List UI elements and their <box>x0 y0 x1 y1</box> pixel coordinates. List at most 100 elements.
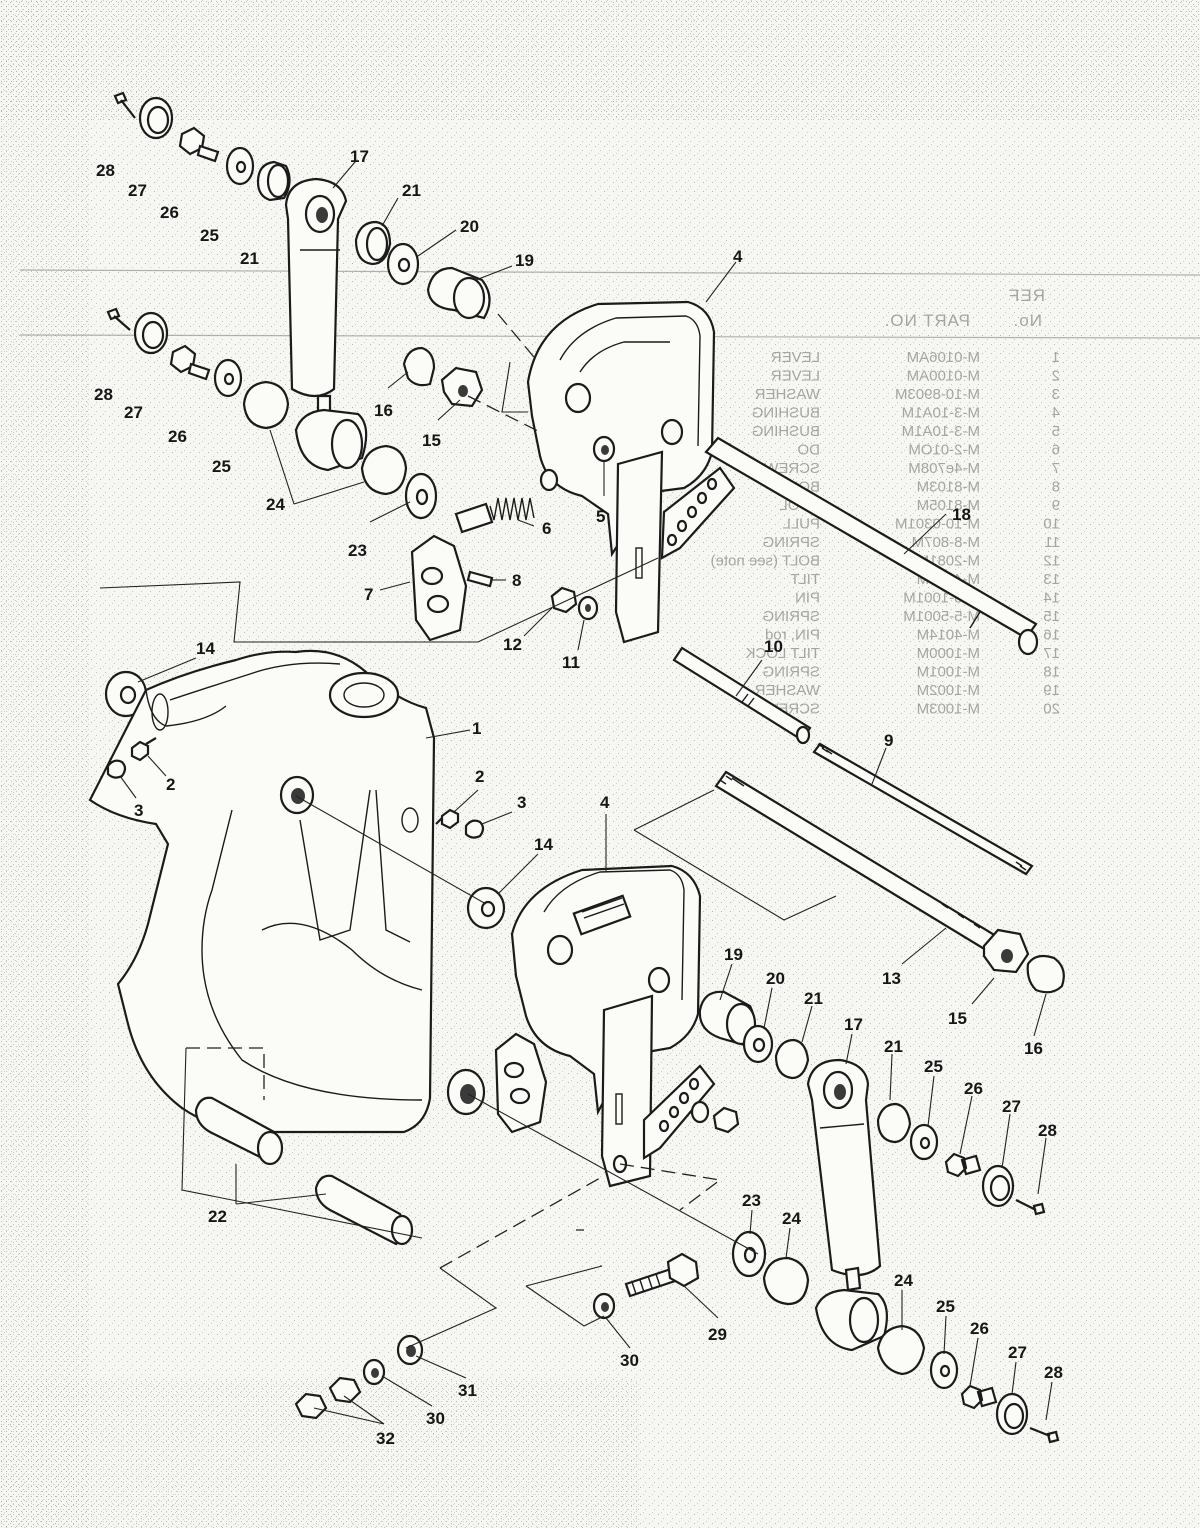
scan-texture-top <box>0 0 1200 120</box>
leader-25-d <box>943 1315 947 1355</box>
lock-plate-7-top <box>410 534 468 642</box>
grease-fitting-2-left <box>130 737 157 762</box>
assembly-frame-bottom <box>405 1267 498 1349</box>
bolt-29-thread <box>631 1273 661 1295</box>
bleed-row-ref: 2 <box>1052 368 1060 385</box>
stern-bracket-4-rib <box>559 315 701 447</box>
callout-26: 26 <box>964 1079 983 1098</box>
adjuster-hole-5 <box>666 533 678 547</box>
clamp-bracket-1-arch <box>261 922 423 991</box>
leader-16-top <box>387 371 409 389</box>
leader-19-lower <box>719 963 733 1001</box>
leader-20-lower <box>763 987 773 1029</box>
bleed-row-ref: 18 <box>1043 664 1060 681</box>
bleed-row-desc: PULL <box>782 516 820 533</box>
leader-30-b <box>381 1375 433 1407</box>
callout-25: 25 <box>936 1297 955 1316</box>
bleed-row-desc: WASHER <box>755 682 820 699</box>
callout-27: 27 <box>128 181 147 200</box>
assembly-frame-upper <box>99 557 659 643</box>
callout-15: 15 <box>948 1009 967 1028</box>
leader-3-left <box>119 775 137 799</box>
lower-adjuster-hole-4 <box>658 1119 670 1133</box>
tilt-tube-13-thread-left <box>719 775 745 787</box>
leader-27-d <box>1011 1361 1017 1395</box>
bushing-21-left-end <box>266 163 290 199</box>
clamp-bracket-1-tube-end <box>151 693 169 731</box>
callout-13: 13 <box>882 969 901 988</box>
clamp-bracket-1-pivot-hole <box>291 788 305 804</box>
grease-fitting-2-right <box>435 808 460 830</box>
bleed-rows: 1M-0106AMLEVER2M-0100AMLEVER3M-10-8903MW… <box>710 349 1060 718</box>
lock-plate-7-hole-a <box>420 566 444 586</box>
callout-21: 21 <box>240 249 259 268</box>
bleed-row-ref: 17 <box>1043 645 1060 662</box>
callout-24: 24 <box>894 1271 913 1290</box>
bleed-row-part: M-3-10A1M <box>902 423 980 440</box>
tilt-tube-18-step <box>969 611 981 629</box>
lower-plate-slot <box>615 1093 623 1125</box>
bleed-row-desc: PIN, rod <box>765 627 820 644</box>
bleed-row-ref: 4 <box>1052 405 1060 422</box>
callout-5: 5 <box>596 507 605 526</box>
nut-32-b <box>294 1392 328 1420</box>
bleed-rule <box>19 269 1200 276</box>
callout-8: 8 <box>512 571 521 590</box>
callout-17: 17 <box>350 147 369 166</box>
stern-bracket-4-lower-hole <box>647 966 671 994</box>
nut-15-top-hole <box>458 385 468 397</box>
callout-17: 17 <box>844 1015 863 1034</box>
bleed-row-desc: BUSHING <box>752 405 820 422</box>
bleed-row-ref: 16 <box>1043 627 1060 644</box>
stern-bracket-4-lower-label-plate <box>572 894 632 936</box>
bleed-row-part: M-10-0301M <box>895 516 980 533</box>
lower-nut <box>712 1106 740 1134</box>
stern-bracket-4-rib2 <box>579 341 670 373</box>
leader-27-c <box>1001 1113 1011 1169</box>
rod-9-thread <box>817 743 1027 871</box>
lower-adjuster-hole-1 <box>688 1077 700 1091</box>
spring-6-coil <box>489 497 535 521</box>
adjuster-hole-4 <box>676 519 688 533</box>
tube-10-end <box>795 725 811 745</box>
bleed-row-desc: BUSHING <box>752 423 820 440</box>
stern-bracket-4-hole-lower <box>539 468 559 492</box>
bolt-26-c <box>944 1152 982 1178</box>
leader-17-lower <box>845 1033 853 1065</box>
lock-plate-7-lower-hole-a <box>503 1061 525 1079</box>
callout-1: 1 <box>472 719 481 738</box>
leader-13 <box>901 927 947 965</box>
assembly-line-a <box>497 313 539 363</box>
bleed-row-part: M-8105M <box>917 497 980 514</box>
pin-8 <box>466 570 494 588</box>
callout-26: 26 <box>160 203 179 222</box>
bolt-26-mid-shank <box>187 362 211 381</box>
rod-9 <box>812 742 1034 876</box>
tilt-tube-18-collar <box>660 418 684 446</box>
washer-14-left-hole <box>119 685 137 705</box>
callout-4: 4 <box>600 793 610 812</box>
callout-14: 14 <box>196 639 215 658</box>
lock-plate-7-lower-hole-b <box>509 1087 531 1105</box>
pin-22-a-end <box>256 1130 284 1166</box>
tube-10 <box>672 646 812 742</box>
adjuster-hole-2 <box>696 491 708 505</box>
callout-2: 2 <box>166 775 175 794</box>
callout-23: 23 <box>348 541 367 560</box>
stern-bracket-4-plate <box>614 450 664 644</box>
stern-bracket-4-lower-plate <box>600 994 654 1188</box>
clamp-bracket-1-leg <box>201 809 423 1101</box>
leader-14-left <box>137 657 197 683</box>
bleed-row-desc: TILT LOCK <box>746 645 820 662</box>
callout-14: 14 <box>534 835 553 854</box>
leader-11 <box>577 619 585 651</box>
clamp-bracket-1-ledge <box>169 662 341 701</box>
leader-23-top <box>369 501 411 523</box>
bushing-16-top <box>402 346 436 387</box>
washer-30-a-hole <box>601 1302 609 1312</box>
clamp-bracket-1-web2 <box>375 789 411 943</box>
leader-9 <box>871 747 887 785</box>
callout-3: 3 <box>134 801 143 820</box>
stern-bracket-upper <box>99 261 1039 656</box>
